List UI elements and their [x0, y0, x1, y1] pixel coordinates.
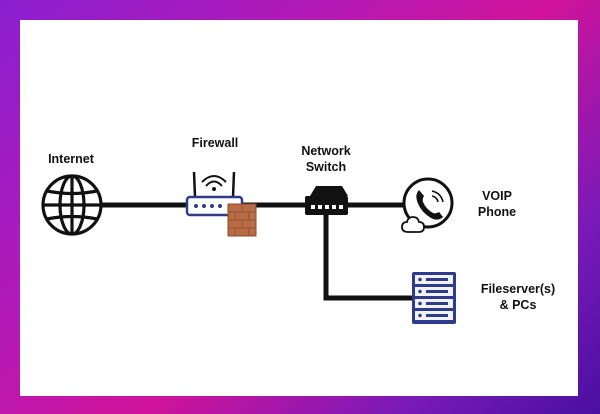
server-connection-line — [323, 209, 415, 301]
voip-phone-label: VOIP Phone — [477, 189, 517, 219]
diagram-card — [20, 20, 578, 396]
network-switch-icon — [305, 186, 348, 215]
server-rack-icon — [412, 272, 456, 324]
network-switch-label: Network Switch — [301, 144, 351, 174]
internet-label: Internet — [48, 152, 94, 166]
brick-wall-icon — [227, 203, 257, 237]
fileservers-label: Fileserver(s) & PCs — [480, 282, 556, 312]
phone-cloud-icon — [401, 177, 454, 233]
firewall-label: Firewall — [191, 136, 239, 150]
globe-icon — [41, 174, 103, 236]
